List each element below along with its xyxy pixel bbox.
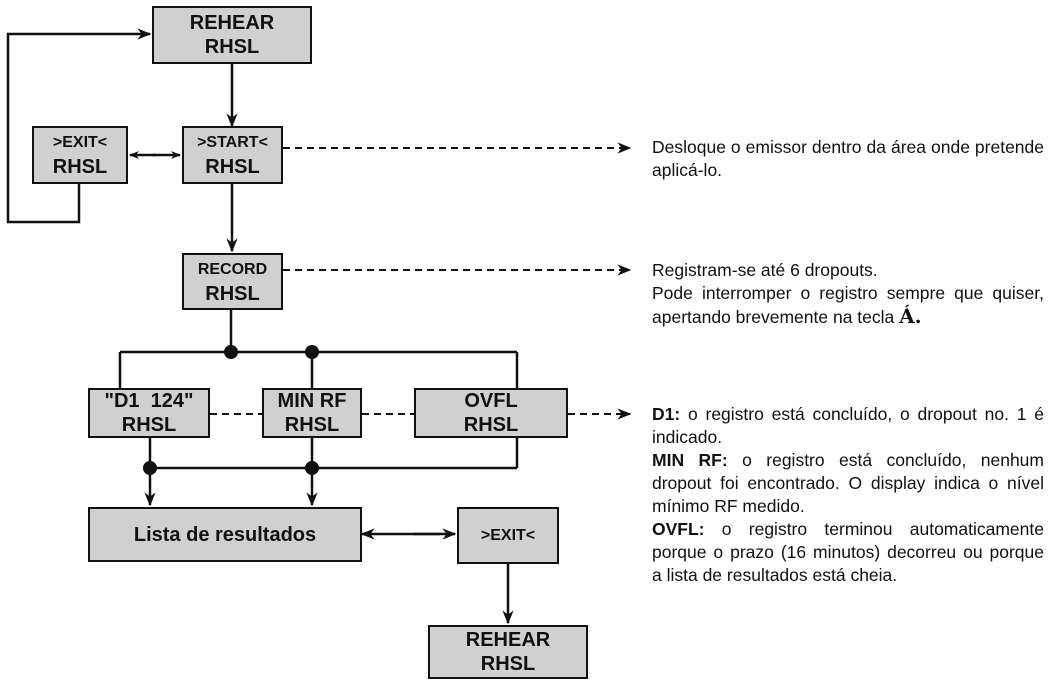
start-box: >START< RHSL [182,126,283,184]
record-description-line1: Registram-se até 6 dropouts. [652,260,878,280]
start-description: Desloque o emissor dentro da área onde p… [652,136,1044,182]
ovfl-line2: RHSL [463,414,519,436]
ovfl-term: OVFL: [652,519,705,539]
ovfl-text: o registro terminou automaticamente porq… [652,519,1044,585]
record-description: Registram-se até 6 dropouts. Pode interr… [652,259,1044,329]
rehear-top-line1: REHEAR [189,12,275,34]
minrf-box: MIN RF RHSL [262,388,362,438]
exit-left-line2: RHSL [52,156,108,178]
start-description-text: Desloque o emissor dentro da área onde p… [652,137,1044,180]
exit-left-line1: >EXIT< [52,134,108,151]
exit-right-label: >EXIT< [480,526,536,544]
key-symbol: Á. [899,304,922,328]
d1-description: D1: o registro está concluído, o dropout… [652,403,1044,449]
rehear-box-top: REHEAR RHSL [152,6,312,64]
rehear-bottom-line1: REHEAR [465,629,551,651]
start-line1: >START< [197,134,268,151]
minrf-term: MIN RF: [652,450,728,470]
record-box: RECORD RHSL [182,253,283,310]
d1-text: o registro está concluído, o dropout no.… [652,404,1044,447]
lista-label: Lista de resultados [133,523,317,546]
d1-box: "D1 124" RHSL [88,388,210,438]
exit-box-left: >EXIT< RHSL [32,126,128,184]
lista-box: Lista de resultados [88,507,362,562]
exit-box-right: >EXIT< [457,507,559,564]
ovfl-description: OVFL: o registro terminou automaticament… [652,518,1044,587]
record-description-line2: Pode interromper o registro sempre que q… [652,282,1044,329]
rehear-box-bottom: REHEAR RHSL [428,625,588,679]
d1-term: D1: [652,404,681,424]
minrf-description: MIN RF: o registro está concluído, nenhu… [652,449,1044,518]
ovfl-line1: OVFL [464,390,518,412]
d1-line1: "D1 124" [104,390,194,412]
minrf-line2: RHSL [284,414,340,436]
loop-exit-to-rehear [6,28,152,224]
record-description-text: Pode interromper o registro sempre que q… [652,283,1044,327]
start-line2: RHSL [205,156,260,178]
results-description: D1: o registro está concluído, o dropout… [652,403,1044,587]
record-line2: RHSL [205,282,260,305]
junction-dot [305,461,319,475]
junction-dot [224,345,238,359]
d1-line2: RHSL [121,414,177,436]
rehear-bottom-line2: RHSL [480,653,536,675]
junction-dot [305,345,319,359]
junction-dot [143,461,157,475]
rehear-top-line2: RHSL [204,36,260,58]
ovfl-box: OVFL RHSL [414,388,568,438]
record-line1: RECORD [197,260,268,278]
minrf-line1: MIN RF [277,390,347,412]
minrf-text: o registro está concluído, nenhum dropou… [652,450,1044,516]
